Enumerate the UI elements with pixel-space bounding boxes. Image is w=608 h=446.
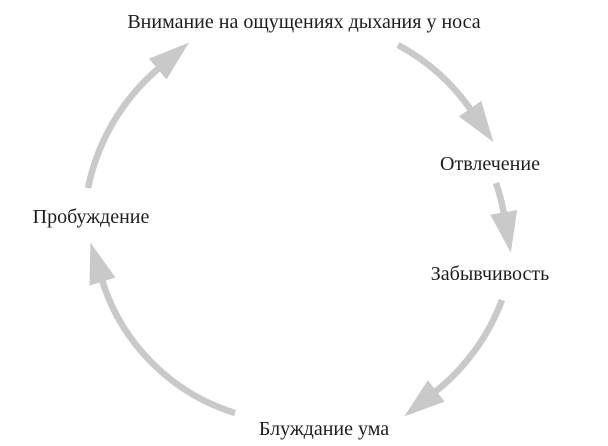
arrow-awakening-to-attention	[84, 42, 189, 189]
node-attention: Внимание на ощущениях дыхания у носа	[127, 11, 481, 33]
node-awakening: Пробуждение	[32, 206, 150, 228]
node-mind-wandering: Блуждание ума	[258, 418, 390, 440]
arrow-mind-wandering-to-awakening	[89, 242, 236, 417]
node-forgetting: Забывчивость	[430, 263, 550, 285]
arrow-attention-to-distraction	[396, 42, 494, 143]
arrow-forgetting-to-mind-wandering	[404, 298, 506, 417]
node-distraction: Отвлечение	[440, 153, 540, 175]
arrow-distraction-to-forgetting	[490, 181, 518, 253]
